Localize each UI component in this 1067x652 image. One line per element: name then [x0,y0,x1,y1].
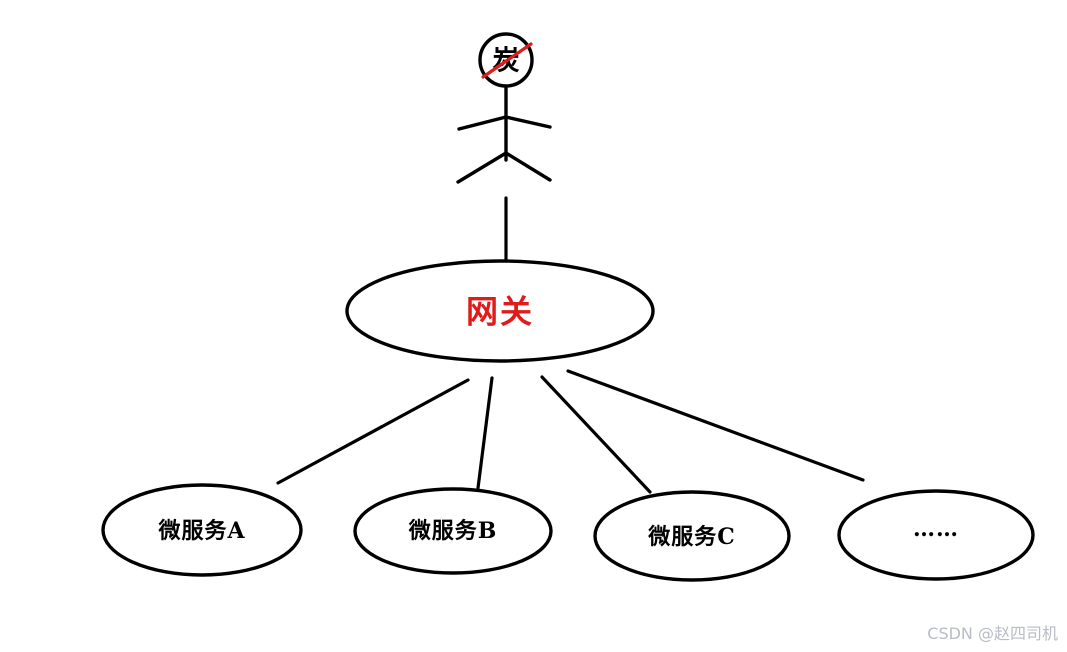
actor-figure: 炭 [456,32,552,184]
service-node-b: 微服务B [353,487,553,575]
gateway-ellipse [345,259,655,363]
actor-arm-left [457,115,508,131]
edge-gateway-service-a [276,378,470,485]
actor-leg-right [504,151,552,182]
edge-gateway-service-c [540,375,652,494]
service-c-label: 微服务C [647,524,736,550]
prohibited-slash-icon [481,42,533,79]
service-a-label: 微服务A [157,518,245,544]
service-c-ellipse [593,490,791,582]
actor-leg-left [456,151,508,184]
gateway-label: 网关 [466,293,534,331]
service-node-a: 微服务A [101,483,303,577]
gateway-service-edges [276,369,865,494]
service-b-label: 微服务B [408,518,498,544]
gateway-node: 网关 [345,259,655,363]
service-more-label: …… [913,516,959,542]
watermark: CSDN @赵四司机 [927,624,1058,643]
service-b-ellipse [353,487,553,575]
edge-gateway-service-b [476,376,494,490]
service-a-ellipse [101,483,303,577]
service-node-more: …… [837,489,1035,581]
edge-gateway-service-d [566,369,865,482]
service-node-c: 微服务C [593,490,791,582]
actor-arm-right [504,115,552,129]
service-more-ellipse [837,489,1035,581]
